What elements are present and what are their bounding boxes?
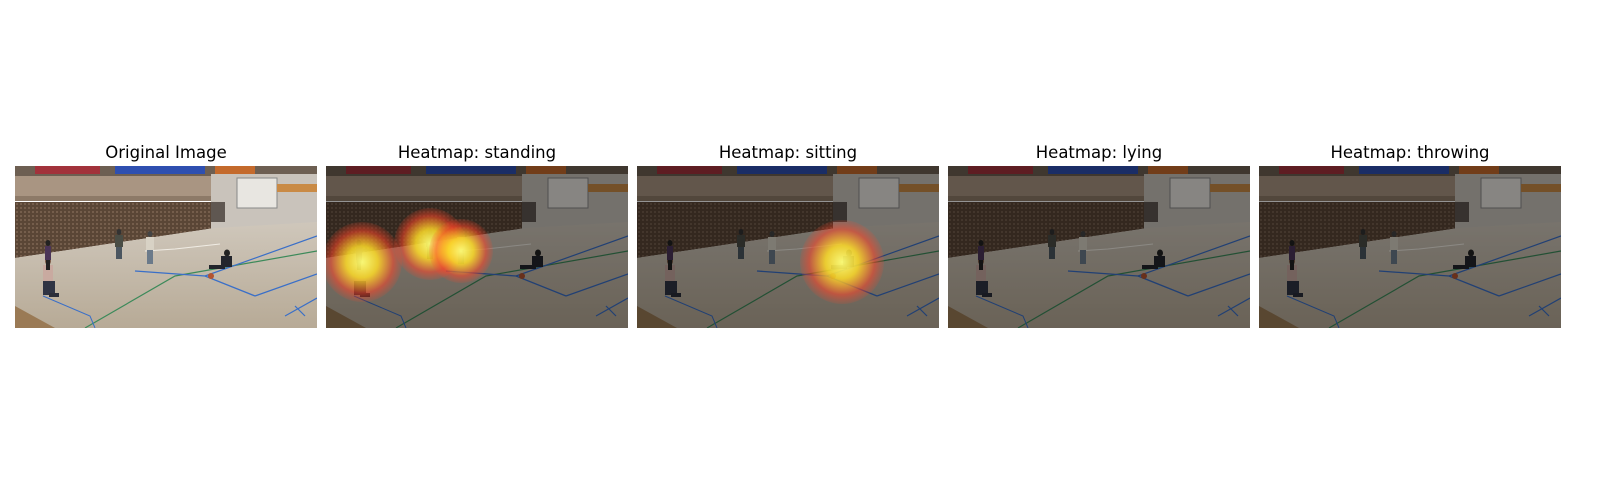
panel-title: Original Image [105,143,227,162]
image-panel: Original Image [15,140,317,328]
heatmap-dim-overlay [948,166,1250,328]
heatmap-dim-overlay [1259,166,1561,328]
panel-title: Heatmap: standing [397,143,557,162]
panel-title: Heatmap: lying [1035,143,1163,162]
panel-title: Heatmap: sitting [718,143,858,162]
image-panel: Heatmap: sitting [637,140,939,328]
heatmap-dim-overlay [326,166,628,328]
heatmap-image [637,166,939,328]
heatmap-dim-overlay [637,166,939,328]
original-image [15,166,317,328]
image-panel: Heatmap: throwing [1259,140,1561,328]
heatmap-image [1259,166,1561,328]
panel-title: Heatmap: throwing [1330,143,1490,162]
image-panel: Heatmap: lying [948,140,1250,328]
heatmap-image [326,166,628,328]
image-panel: Heatmap: standing [326,140,628,328]
heatmap-image [948,166,1250,328]
